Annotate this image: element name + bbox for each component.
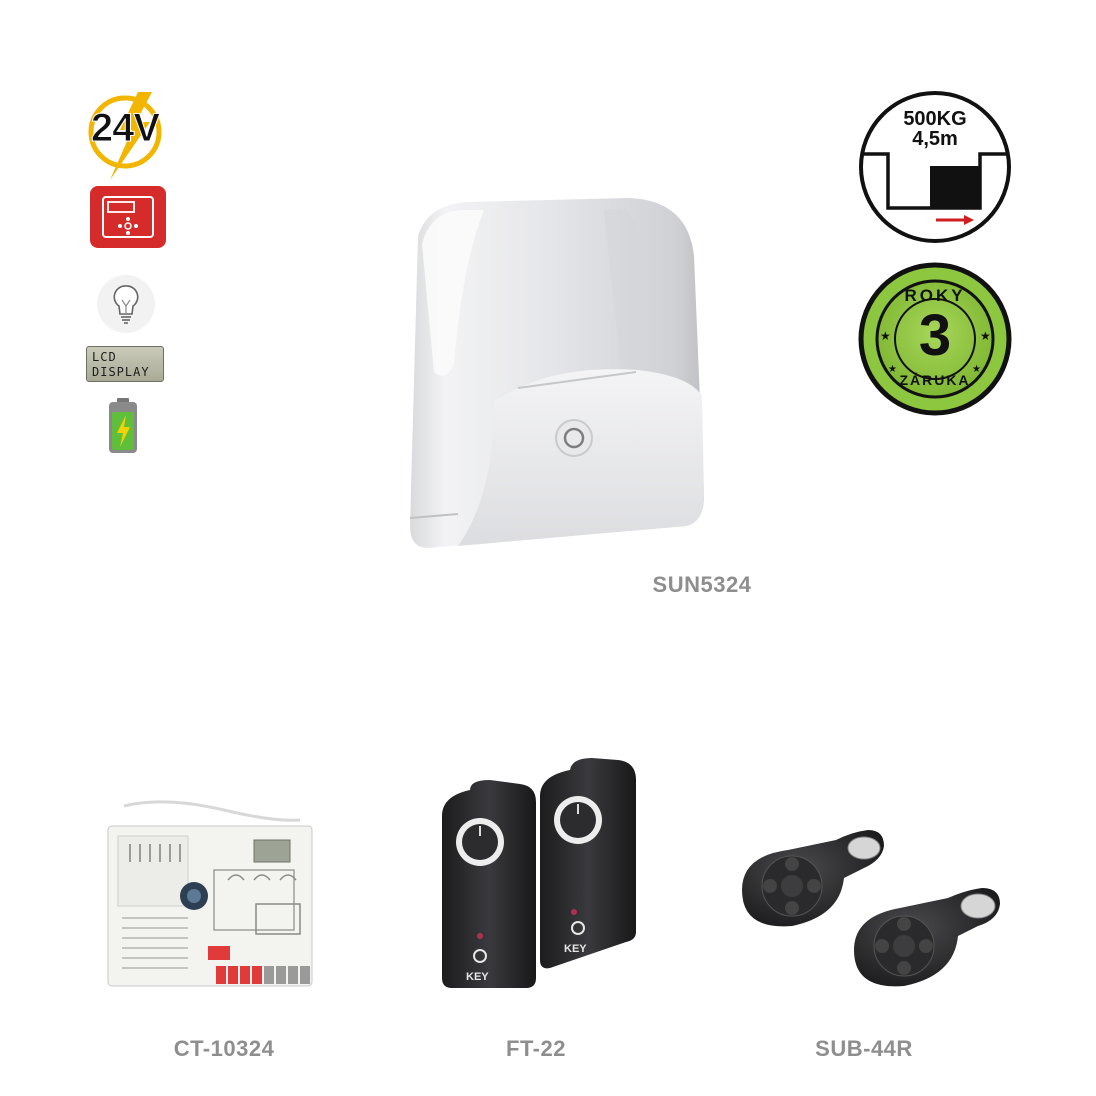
lcd-display-icon: LCD DISPLAY: [86, 346, 164, 382]
courtesy-light-badge: [96, 274, 156, 334]
control-board-caption: CT-10324: [173, 1036, 275, 1061]
control-board-image: [104, 800, 318, 996]
lcd-line-2: DISPLAY: [92, 365, 150, 379]
warranty-badge: ★ ★ ★ ★ ROKY 3 ZÁRUKA: [858, 262, 1012, 416]
control-panel-badge: [90, 186, 166, 248]
svg-text:★: ★: [880, 329, 891, 343]
gate-capacity-icon: [859, 91, 1011, 243]
motor-caption: SUN5324: [652, 572, 752, 597]
remotes-caption: SUB-44R: [815, 1036, 913, 1061]
capacity-length: 4,5m: [912, 128, 958, 150]
voltage-badge: 24V: [80, 92, 170, 182]
battery-badge: [108, 398, 138, 454]
motor-image: [398, 196, 718, 552]
battery-icon: [109, 398, 137, 453]
control-panel-icon: [90, 186, 166, 248]
svg-text:★: ★: [980, 329, 991, 343]
photocells-image: KEY KEY: [440, 756, 644, 996]
svg-text:★: ★: [972, 364, 981, 375]
capacity-weight: 500KG: [903, 108, 967, 130]
remotes-image: [732, 826, 1012, 996]
warranty-seal-icon: ★ ★ ★ ★: [858, 262, 1012, 416]
photocells-caption: FT-22: [506, 1036, 566, 1061]
svg-text:★: ★: [888, 364, 897, 375]
key-logo-icon: KEY: [466, 971, 489, 983]
lcd-line-1: LCD: [92, 350, 117, 364]
voltage-label: 24V: [90, 106, 160, 151]
light-bulb-icon: [97, 275, 155, 333]
warranty-number: 3: [918, 303, 952, 368]
lightning-24v-icon: [88, 92, 162, 180]
warranty-bottom-label: ZÁRUKA: [899, 372, 971, 388]
svg-text:KEY: KEY: [564, 943, 587, 955]
warranty-top-label: ROKY: [904, 286, 966, 305]
gate-capacity-badge: 500KG 4,5m: [858, 90, 1012, 244]
